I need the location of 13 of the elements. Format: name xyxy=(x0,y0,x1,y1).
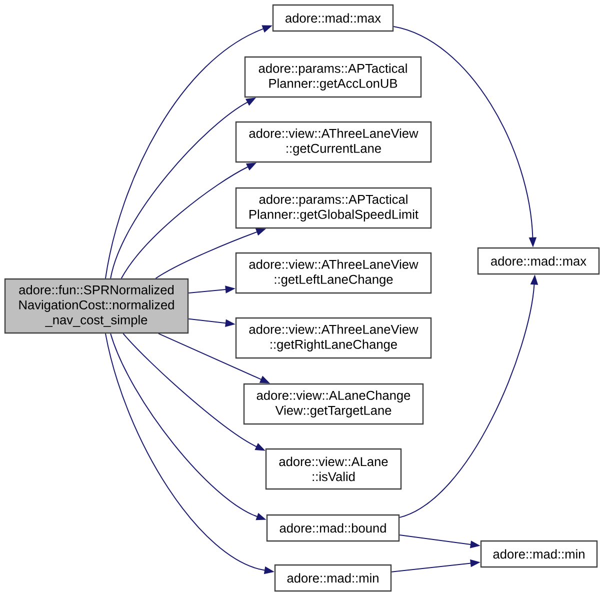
function-box: adore::params::APTactical Planner::getAccLonUB xyxy=(244,56,422,98)
function-box: adore::mad::min xyxy=(274,564,392,592)
function-box: adore::mad::bound xyxy=(266,514,400,542)
function-box: adore::view::ALane ::isValid xyxy=(265,448,402,490)
function-box: adore::view::AThreeLaneView ::getRightLaneChange xyxy=(235,317,432,359)
function-box: adore::mad::max xyxy=(272,4,394,32)
function-box: adore::mad::max xyxy=(477,247,600,275)
function-box: adore::params::APTactical Planner::getGlobalSpeedLimit xyxy=(235,187,432,229)
function-box: adore::mad::min xyxy=(480,540,598,568)
function-box: adore::view::ALaneChange View::getTargetLane xyxy=(243,383,424,425)
function-box: adore::view::AThreeLaneView ::getLeftLaneChange xyxy=(235,252,432,294)
highlighted-function-box: adore::fun::SPRNormalized NavigationCost::normalized _nav_cost_simple xyxy=(4,278,189,334)
function-box: adore::view::AThreeLaneView ::getCurrentLane xyxy=(235,121,432,163)
